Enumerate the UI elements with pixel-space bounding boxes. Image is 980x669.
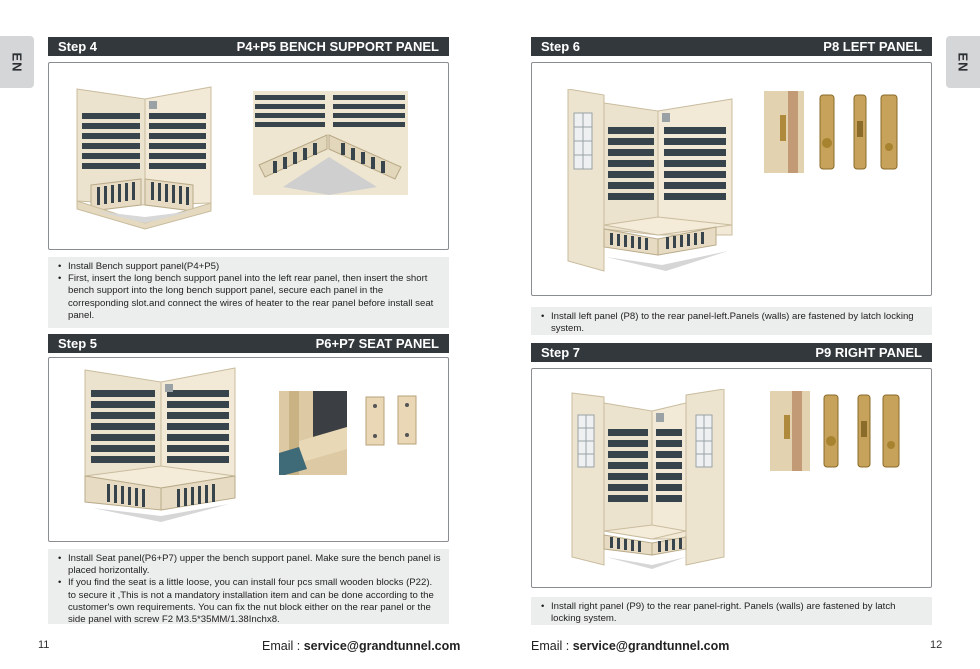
step4-note-1: Install Bench support panel(P4+P5) [58, 261, 441, 273]
step5-note-2: If you find the seat is a little loose, … [58, 577, 441, 626]
email-address: service@grandtunnel.com [303, 639, 461, 653]
wooden-block-install-photo [279, 391, 347, 475]
wooden-block-p22-image [365, 396, 385, 446]
step7-number: Step 7 [541, 345, 581, 360]
step4-notes: Install Bench support panel(P4+P5) First… [48, 257, 449, 328]
email-label: Email : [262, 639, 304, 653]
language-tab-left: EN [0, 36, 34, 88]
step6-number: Step 6 [541, 39, 581, 54]
step5-note-1: Install Seat panel(P6+P7) upper the benc… [58, 553, 441, 577]
step5-image-frame [48, 357, 449, 542]
step6-image-frame [531, 62, 932, 296]
step6-notes: Install left panel (P8) to the rear pane… [531, 307, 932, 335]
step4-image-frame [48, 62, 449, 250]
latch-hook-image [819, 94, 835, 170]
step7-title: P9 RIGHT PANEL [815, 345, 922, 360]
step6-title: P8 LEFT PANEL [823, 39, 922, 54]
latch-plate-image [857, 394, 871, 468]
step5-header: Step 5 P6+P7 SEAT PANEL [48, 334, 449, 353]
step4-note-2: First, insert the long bench support pan… [58, 273, 441, 322]
step6-header: Step 6 P8 LEFT PANEL [531, 37, 932, 56]
step6-note-1: Install left panel (P8) to the rear pane… [541, 311, 924, 335]
sauna-right-panel-image [571, 389, 725, 569]
step5-number: Step 5 [58, 336, 98, 351]
latch-photo-image [764, 91, 804, 173]
step7-notes: Install right panel (P9) to the rear pan… [531, 597, 932, 625]
bench-support-closeup-image [253, 91, 408, 195]
step7-header: Step 7 P9 RIGHT PANEL [531, 343, 932, 362]
step4-header: Step 4 P4+P5 BENCH SUPPORT PANEL [48, 37, 449, 56]
step7-note-1: Install right panel (P9) to the rear pan… [541, 601, 924, 625]
page-number-right: 12 [930, 639, 943, 651]
contact-email-left: Email : service@grandtunnel.com [262, 639, 460, 653]
latch-bolt-image [880, 94, 898, 170]
latch-photo-image [770, 391, 810, 471]
latch-hook-image [823, 394, 839, 468]
sauna-left-panel-image [567, 89, 733, 272]
sauna-seat-panel-image [84, 367, 236, 522]
email-address: service@grandtunnel.com [572, 639, 730, 653]
language-label: EN [9, 51, 25, 73]
step5-title: P6+P7 SEAT PANEL [315, 336, 439, 351]
step4-number: Step 4 [58, 39, 98, 54]
step5-notes: Install Seat panel(P6+P7) upper the benc… [48, 549, 449, 626]
latch-bolt-image [882, 394, 900, 468]
contact-email-right: Email : service@grandtunnel.com [531, 639, 729, 653]
page-number-left: 11 [38, 639, 50, 651]
sauna-bench-support-image [76, 86, 212, 230]
wooden-block-p22-image [397, 395, 417, 445]
email-label: Email : [531, 639, 573, 653]
language-label: EN [955, 51, 971, 73]
language-tab-right: EN [946, 36, 980, 88]
step7-image-frame [531, 368, 932, 588]
latch-plate-image [853, 94, 867, 170]
step4-title: P4+P5 BENCH SUPPORT PANEL [236, 39, 439, 54]
